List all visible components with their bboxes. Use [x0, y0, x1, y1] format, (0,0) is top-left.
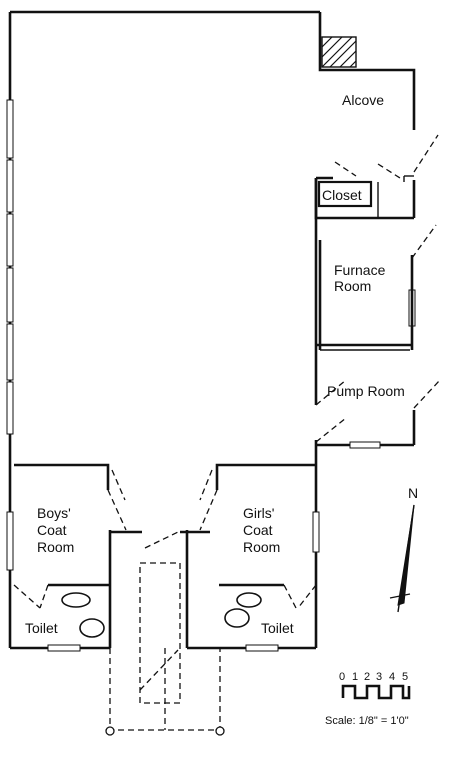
scale-caption: Scale: 1/8" = 1'0" — [325, 715, 409, 727]
room-labels: Alcove Closet Furnace Room Pump Room Boy… — [25, 92, 405, 636]
scale-tick-0: 0 — [339, 671, 345, 683]
label-boys-1: Boys' — [37, 505, 71, 521]
label-alcove: Alcove — [342, 92, 384, 108]
label-boys-2: Coat — [37, 522, 67, 538]
chimney — [321, 36, 357, 68]
label-girls-1: Girls' — [243, 505, 274, 521]
scale-tick-4: 4 — [389, 671, 395, 683]
scale-bar: 0 1 2 3 4 5 Scale: 1/8" = 1'0" — [325, 671, 411, 727]
left-windows — [6, 99, 14, 571]
furnace-room-walls — [315, 224, 441, 443]
bottom-windows — [47, 644, 279, 652]
label-toilet-right: Toilet — [261, 620, 294, 636]
scale-tick-1: 1 — [352, 671, 358, 683]
coat-room-walls — [14, 463, 316, 648]
scale-tick-3: 3 — [376, 671, 382, 683]
closet — [314, 134, 439, 220]
right-windows — [312, 289, 416, 553]
label-furnace-1: Furnace — [334, 262, 386, 278]
label-closet: Closet — [322, 187, 362, 203]
label-furnace-2: Room — [334, 278, 371, 294]
label-toilet-left: Toilet — [25, 620, 58, 636]
label-girls-2: Coat — [243, 522, 273, 538]
toilet-walls — [13, 583, 317, 609]
north-label: N — [408, 485, 418, 501]
label-boys-3: Room — [37, 539, 74, 555]
label-girls-3: Room — [243, 539, 280, 555]
scale-tick-5: 5 — [402, 671, 408, 683]
toilet-fixtures — [61, 592, 262, 638]
north-arrow: N — [389, 485, 418, 613]
entry-porch — [105, 562, 225, 736]
scale-tick-2: 2 — [364, 671, 370, 683]
label-pump-room: Pump Room — [327, 383, 405, 399]
